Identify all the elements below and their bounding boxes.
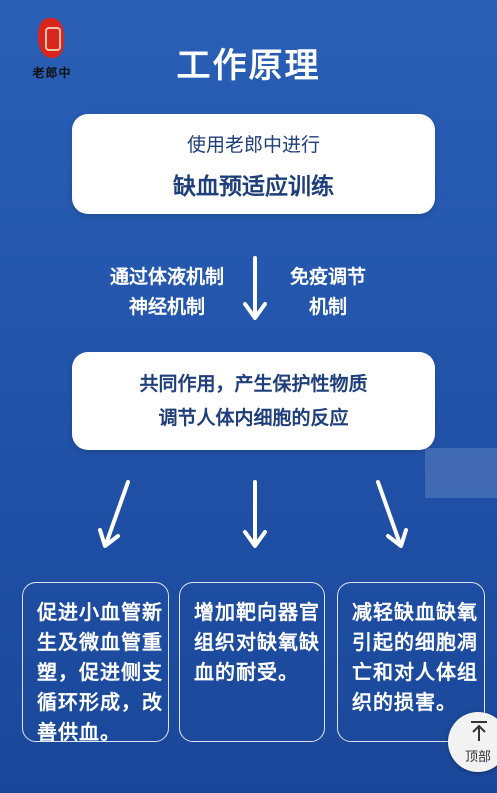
logo: 老郎中	[22, 18, 82, 80]
effect-line: 引起的细胞凋	[352, 630, 478, 654]
protection-box-line1: 共同作用，产生保护性物质	[139, 373, 368, 395]
protection-box: 共同作用，产生保护性物质 调节人体内细胞的反应	[72, 352, 435, 450]
logo-text: 老郎中	[32, 66, 72, 80]
right-diagonal-arrow-icon	[376, 480, 408, 548]
effect-card-tolerance: 增加靶向器官 组织对缺氧缺 血的耐受。	[179, 582, 325, 742]
mechanism-left-line2: 神经机制	[128, 296, 205, 318]
effect-line: 减轻缺血缺氧	[352, 600, 478, 624]
side-panel-edge	[425, 448, 497, 498]
effect-line: 增加靶向器官	[194, 600, 320, 624]
arrow-up-to-top-icon	[471, 721, 487, 741]
back-to-top-label: 顶部	[464, 750, 491, 765]
down-arrow-icon	[243, 256, 267, 320]
protection-box-line2: 调节人体内细胞的反应	[158, 407, 349, 429]
seal-icon	[38, 18, 64, 58]
center-down-arrow-icon	[243, 480, 267, 548]
training-box: 使用老郎中进行 缺血预适应训练	[72, 114, 435, 214]
mechanism-right-line2: 机制	[308, 296, 347, 318]
effect-line: 循环形成，改	[37, 690, 163, 714]
mechanism-left-line1: 通过体液机制	[109, 266, 224, 288]
effect-line: 促进小血管新	[37, 600, 163, 624]
mechanism-right: 免疫调节 机制	[278, 262, 378, 322]
mechanism-left: 通过体液机制 神经机制	[97, 262, 237, 322]
left-diagonal-arrow-icon	[98, 480, 130, 548]
page-title: 工作原理	[176, 46, 321, 86]
mechanism-right-line1: 免疫调节	[289, 266, 366, 288]
effect-line: 亡和对人体组	[352, 660, 478, 684]
effect-card-circulation: 促进小血管新 生及微血管重 塑，促进侧支 循环形成，改 善供血。	[22, 582, 169, 744]
effect-line: 生及微血管重	[37, 630, 163, 654]
training-box-line2: 缺血预适应训练	[173, 174, 334, 200]
back-to-top-button[interactable]: 顶部	[448, 712, 497, 772]
effect-card-protection: 减轻缺血缺氧 引起的细胞凋 亡和对人体组 织的损害。	[337, 582, 485, 742]
effect-line: 塑，促进侧支	[37, 660, 163, 684]
effect-line: 组织对缺氧缺	[194, 630, 320, 654]
effect-line: 善供血。	[37, 720, 121, 744]
training-box-line1: 使用老郎中进行	[186, 134, 320, 156]
effect-line: 织的损害。	[352, 690, 457, 714]
effect-line: 血的耐受。	[194, 660, 299, 684]
